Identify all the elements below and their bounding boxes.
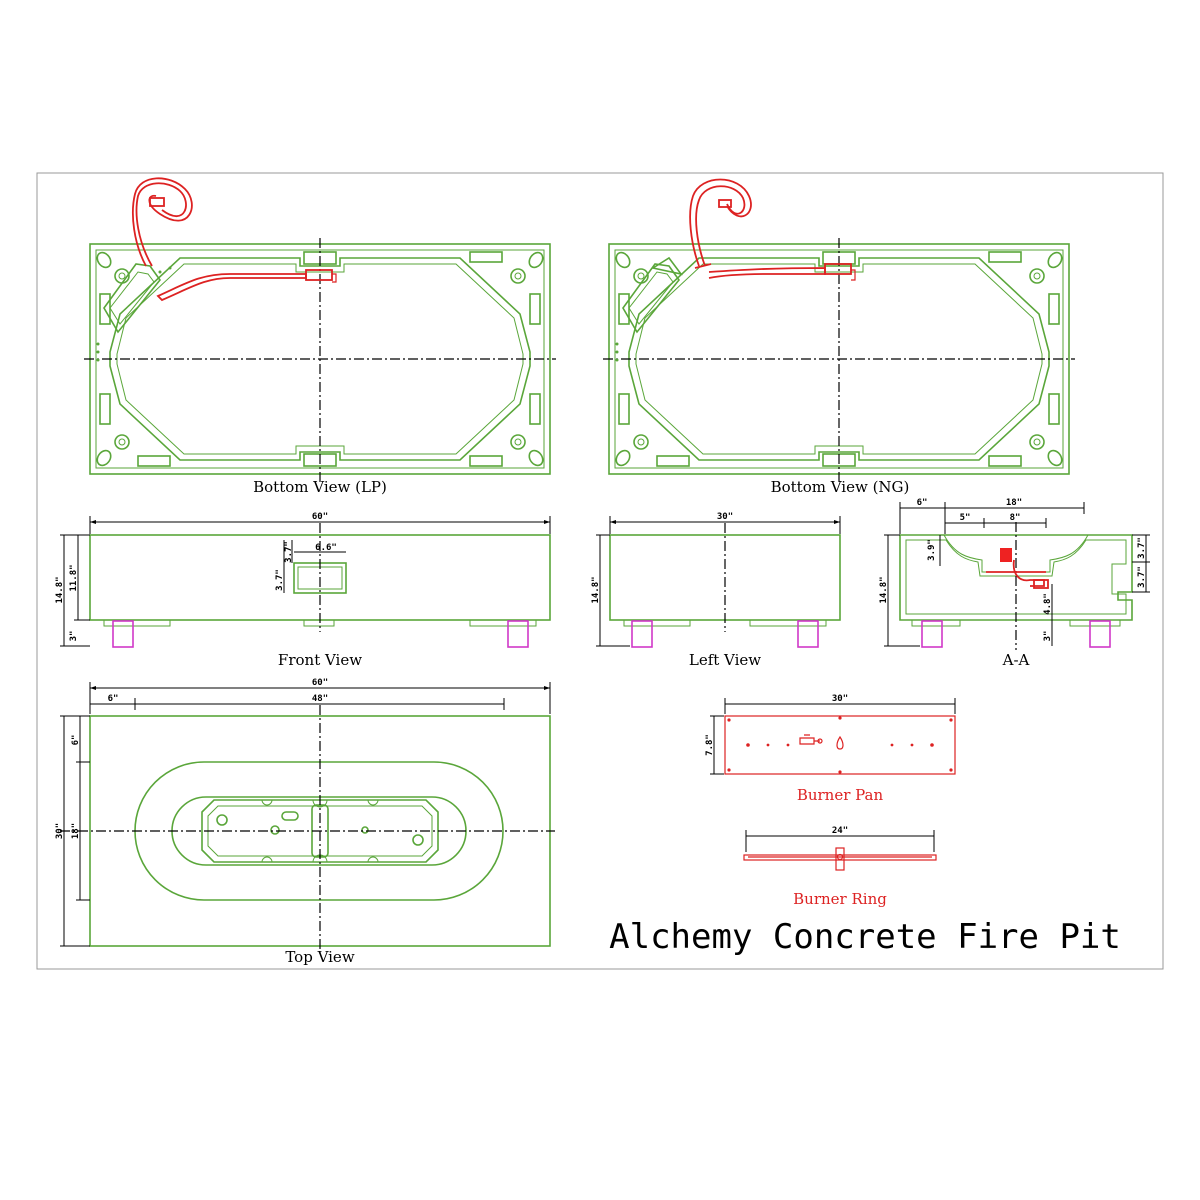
top-view: 60" 6" 48" 30" 6" 18" [55,678,555,955]
svg-text:4.8": 4.8" [1043,593,1053,615]
svg-text:14.8": 14.8" [55,576,65,603]
burner-ring: 24" [743,826,937,871]
svg-text:60": 60" [312,678,328,688]
front-view: 60" 14.8" 11.8" 3" 6.6" 3.7" 3.7" [55,512,551,648]
section-a-a-label: A-A [1002,651,1030,669]
svg-text:14.8": 14.8" [879,576,889,603]
drawing-title: Alchemy Concrete Fire Pit [609,917,1121,957]
svg-text:30": 30" [55,823,65,839]
svg-text:11.8": 11.8" [69,564,79,591]
svg-text:14.8": 14.8" [591,576,601,603]
svg-text:3.9": 3.9" [927,539,937,561]
bottom-view-lp-label: Bottom View (LP) [253,478,387,496]
bottom-view-lp [83,177,557,483]
svg-text:8": 8" [1010,513,1021,523]
left-view-label: Left View [689,651,761,669]
svg-text:6": 6" [71,735,81,746]
svg-text:18": 18" [1006,498,1022,508]
svg-text:60": 60" [312,512,328,522]
top-view-label: Top View [285,948,354,966]
svg-text:3.7": 3.7" [275,569,285,591]
svg-text:7.8": 7.8" [705,734,715,756]
burner-ring-label: Burner Ring [793,890,887,908]
svg-text:18": 18" [71,823,81,839]
left-view: 30" 14.8" [591,512,841,648]
svg-text:3.7": 3.7" [1137,566,1147,588]
bottom-view-ng-label: Bottom View (NG) [771,478,910,496]
svg-text:3.7": 3.7" [284,541,294,563]
section-a-a: 6" 18" 5" 8" 3.9" 14.8" 3.7" 3.7" 4.8" 3… [879,498,1150,650]
front-view-label: Front View [278,651,362,669]
svg-text:30": 30" [717,512,733,522]
drawing-border [36,172,1164,970]
bottom-view-ng [602,178,1076,483]
svg-text:3": 3" [1043,631,1053,642]
svg-text:3": 3" [69,631,79,642]
svg-text:48": 48" [312,694,328,704]
svg-text:6": 6" [108,694,119,704]
svg-text:30": 30" [832,694,848,704]
svg-text:3.7": 3.7" [1137,537,1147,559]
svg-text:6": 6" [917,498,928,508]
burner-pan: 30" 7.8" [705,694,956,775]
svg-text:6.6": 6.6" [315,543,337,553]
svg-text:5": 5" [960,513,971,523]
burner-pan-label: Burner Pan [797,786,884,804]
svg-text:24": 24" [832,826,848,836]
